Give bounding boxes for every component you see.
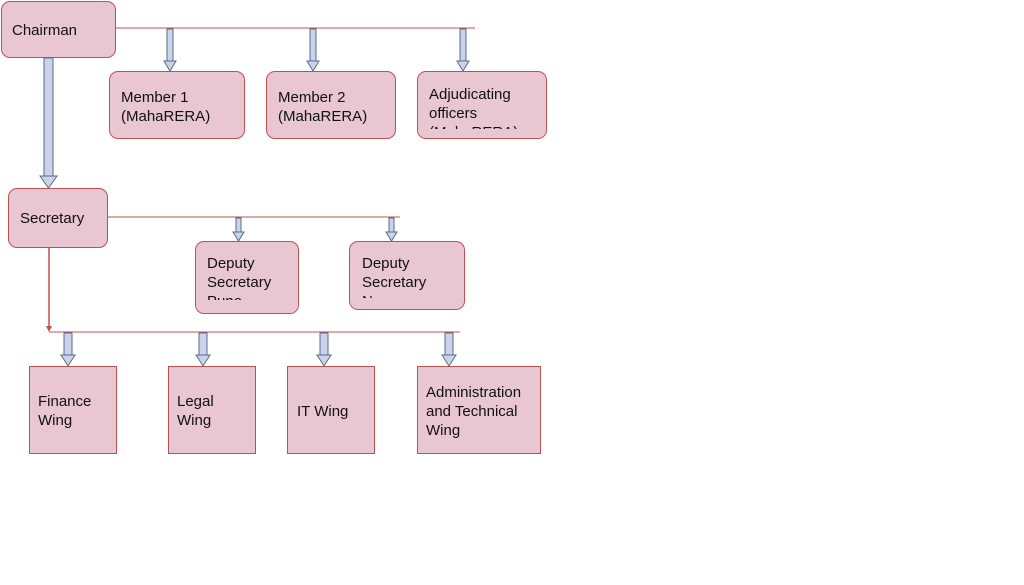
node-member1: Member 1 (MahaRERA) — [109, 71, 245, 139]
arrow-to-member1 — [163, 28, 177, 72]
node-member1-label: Member 1 (MahaRERA) — [121, 89, 211, 125]
node-adjudicating: Adjudicating officers (MahaRERA) — [417, 71, 547, 139]
node-member2: Member 2 (MahaRERA) — [266, 71, 396, 139]
arrow-to-admin — [441, 332, 457, 367]
node-chairman-label: Chairman — [12, 22, 78, 39]
arrow-to-deputy-pune — [232, 217, 245, 242]
node-finance-wing-label: Finance Wing — [38, 393, 92, 429]
node-admin-wing-label: Administration and Technical Wing — [426, 384, 522, 439]
node-it-wing-label: IT Wing — [297, 403, 349, 420]
arrow-to-member2 — [306, 28, 320, 72]
arrow-to-it — [316, 332, 332, 367]
node-secretary-label: Secretary — [20, 210, 85, 227]
arrow-to-legal — [195, 332, 211, 367]
node-secretary: Secretary — [8, 188, 108, 248]
node-member2-label: Member 2 (MahaRERA) — [278, 89, 368, 125]
node-deputy-nagpur: Deputy Secretary Nagpur — [349, 241, 465, 310]
node-deputy-pune-label: Deputy Secretary Pune — [207, 255, 272, 310]
node-admin-wing: Administration and Technical Wing — [417, 366, 541, 454]
arrow-to-deputy-nagpur — [385, 217, 398, 242]
secretary-down-arrowhead — [46, 326, 52, 332]
node-deputy-pune: Deputy Secretary Pune — [195, 241, 299, 314]
node-finance-wing: Finance Wing — [29, 366, 117, 454]
arrow-chairman-to-secretary — [39, 57, 58, 189]
node-legal-wing: Legal Wing — [168, 366, 256, 454]
node-legal-wing-label: Legal Wing — [177, 393, 214, 429]
arrow-to-finance — [60, 332, 76, 367]
node-chairman: Chairman — [1, 1, 116, 58]
arrow-to-adjudicating — [456, 28, 470, 72]
node-it-wing: IT Wing — [287, 366, 375, 454]
